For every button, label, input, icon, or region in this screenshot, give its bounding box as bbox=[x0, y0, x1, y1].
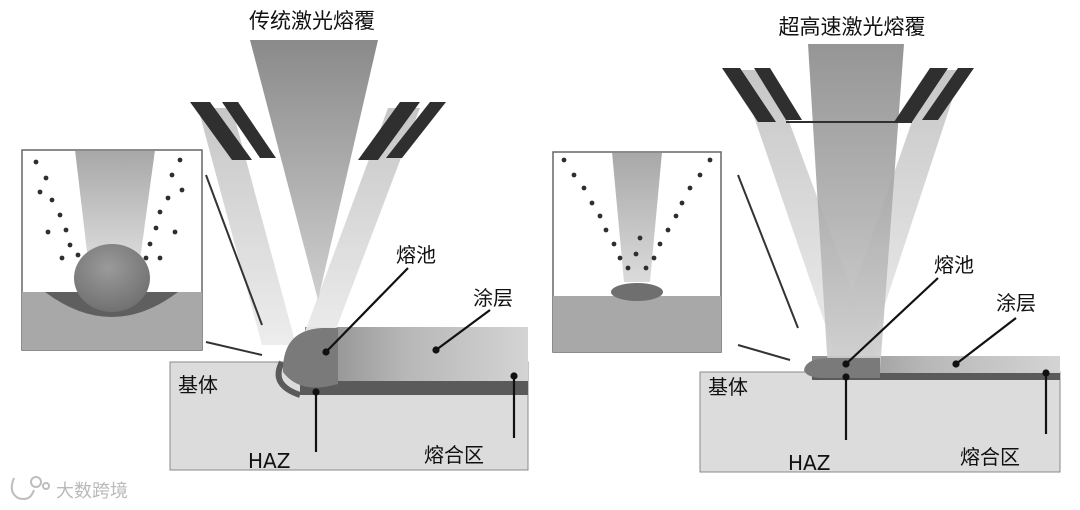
left-nozzle-right bbox=[358, 102, 420, 160]
left-nozzle-left bbox=[190, 102, 252, 160]
right-nozzle-right-inner bbox=[922, 68, 974, 120]
right-label-substrate: 基体 bbox=[708, 375, 748, 399]
left-inset-powder-particles bbox=[33, 157, 185, 261]
left-panel-title: 传统激光熔覆 bbox=[249, 9, 375, 33]
right-label-haz: HAZ bbox=[788, 451, 830, 475]
left-nozzle-right-inner bbox=[386, 102, 446, 158]
right-label-melt-pool: 熔池 bbox=[934, 253, 974, 277]
left-label-melt-pool: 熔池 bbox=[396, 243, 436, 267]
right-nozzle-right bbox=[894, 68, 948, 122]
watermark: 大数跨境 bbox=[10, 476, 128, 502]
right-panel-title: 超高速激光熔覆 bbox=[779, 15, 926, 39]
right-nozzle-left bbox=[722, 68, 776, 122]
left-panel: 传统激光熔覆 bbox=[21, 9, 529, 473]
left-coating-layer bbox=[305, 327, 528, 386]
left-powder-stream-right bbox=[300, 108, 420, 345]
right-laser-beam bbox=[808, 44, 904, 370]
left-laser-beam bbox=[250, 40, 378, 300]
left-label-haz: HAZ bbox=[248, 449, 290, 473]
right-label-coating: 涂层 bbox=[996, 291, 1036, 315]
right-melt-pool bbox=[804, 358, 880, 378]
watermark-text: 大数跨境 bbox=[56, 481, 128, 502]
right-label-fusion-zone: 熔合区 bbox=[960, 445, 1020, 469]
left-fusion-line bbox=[300, 381, 528, 395]
right-panel: 超高速激光熔覆 bbox=[552, 15, 1061, 475]
right-inset-powder-particles bbox=[561, 157, 713, 271]
right-inset bbox=[552, 151, 722, 353]
left-inset bbox=[21, 149, 203, 351]
right-nozzle-left-inner bbox=[754, 68, 802, 120]
watermark-logo-icon bbox=[10, 476, 50, 500]
left-label-coating: 涂层 bbox=[473, 286, 513, 310]
left-label-substrate: 基体 bbox=[178, 373, 218, 397]
left-melt-pool bbox=[282, 328, 338, 388]
left-powder-stream-left bbox=[198, 108, 296, 345]
left-nozzle-left-inner bbox=[222, 102, 276, 158]
left-label-fusion-zone: 熔合区 bbox=[424, 443, 484, 467]
